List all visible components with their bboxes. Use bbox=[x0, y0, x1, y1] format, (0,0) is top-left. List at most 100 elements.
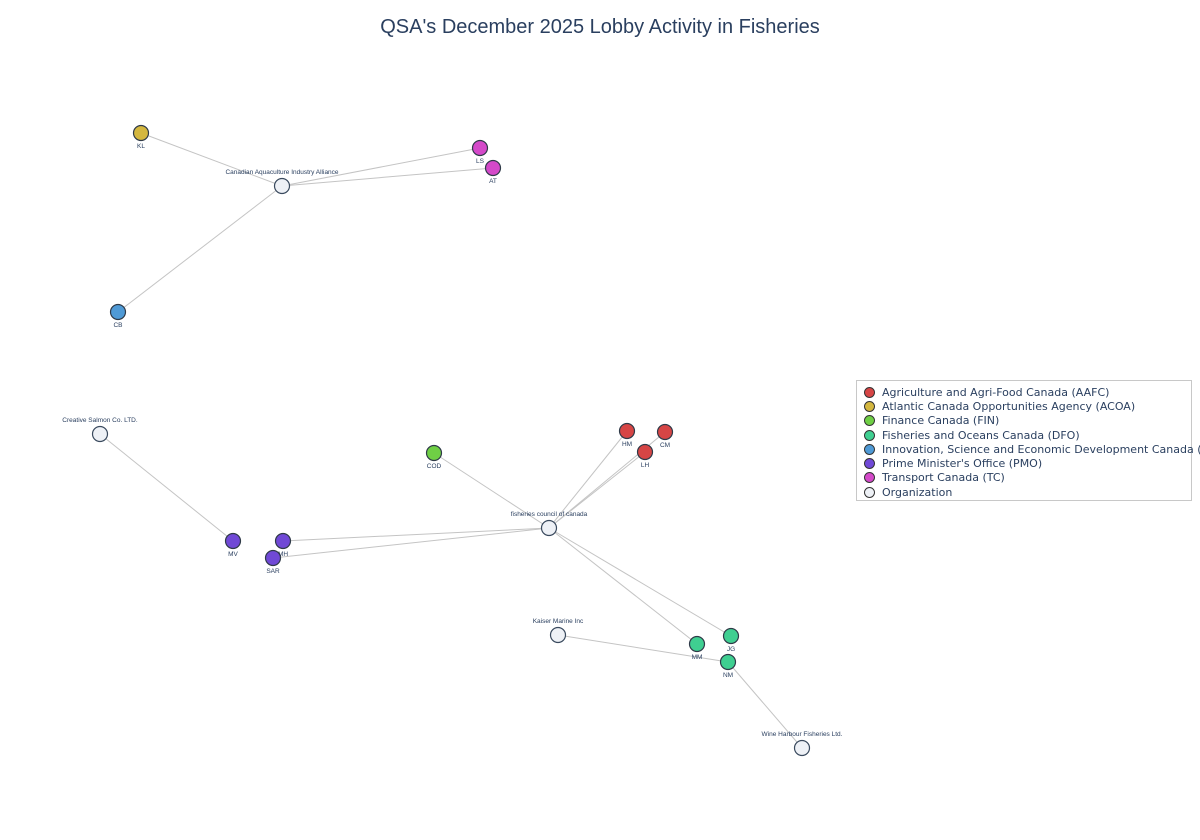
legend-item-aafc[interactable]: Agriculture and Agri-Food Canada (AAFC) bbox=[857, 385, 1191, 399]
legend-item-dfo[interactable]: Fisheries and Oceans Canada (DFO) bbox=[857, 428, 1191, 442]
node-marker-MH[interactable] bbox=[274, 532, 292, 550]
nodes-layer: Canadian Aquaculture Industry Alliance KL… bbox=[62, 124, 843, 757]
chart-title: QSA's December 2025 Lobby Activity in Fi… bbox=[380, 16, 820, 38]
node-LS[interactable]: LS bbox=[471, 139, 489, 166]
node-label-LH: LH bbox=[641, 462, 650, 469]
legend-label: Prime Minister's Office (PMO) bbox=[882, 457, 1043, 471]
node-csc[interactable]: Creative Salmon Co. LTD. bbox=[62, 417, 138, 443]
node-marker-NM[interactable] bbox=[719, 653, 737, 671]
node-label-AT: AT bbox=[489, 178, 497, 185]
node-marker-CB[interactable] bbox=[109, 303, 127, 321]
node-marker-LS[interactable] bbox=[471, 139, 489, 157]
legend-item-acoa[interactable]: Atlantic Canada Opportunities Agency (AC… bbox=[857, 399, 1191, 413]
node-marker-LH[interactable] bbox=[636, 443, 654, 461]
node-MV[interactable]: MV bbox=[224, 532, 242, 559]
legend-swatch-icon bbox=[864, 458, 875, 470]
node-marker-KL[interactable] bbox=[132, 124, 150, 142]
node-label-csc: Creative Salmon Co. LTD. bbox=[62, 417, 138, 424]
legend-swatch-icon bbox=[864, 486, 875, 498]
node-NM[interactable]: NM bbox=[719, 653, 737, 680]
node-marker-csc[interactable] bbox=[91, 425, 109, 443]
node-CB[interactable]: CB bbox=[109, 303, 127, 330]
legend: Agriculture and Agri-Food Canada (AAFC)A… bbox=[856, 380, 1200, 501]
legend-label: Agriculture and Agri-Food Canada (AAFC) bbox=[882, 385, 1110, 399]
node-LH[interactable]: LH bbox=[636, 443, 654, 470]
node-fcc[interactable]: fisheries council of canada bbox=[511, 511, 588, 537]
node-marker-caia[interactable] bbox=[273, 177, 291, 195]
edge-whf-NM bbox=[727, 661, 803, 749]
node-label-KL: KL bbox=[137, 143, 145, 150]
legend-label: Organization bbox=[882, 485, 953, 499]
node-label-MH: MH bbox=[278, 551, 288, 558]
node-marker-MV[interactable] bbox=[224, 532, 242, 550]
node-marker-HM[interactable] bbox=[618, 422, 636, 440]
legend-label: Transport Canada (TC) bbox=[882, 471, 1005, 485]
node-HM[interactable]: HM bbox=[618, 422, 636, 449]
node-whf[interactable]: Wine Harbour Fisheries Ltd. bbox=[762, 731, 843, 757]
node-label-LS: LS bbox=[476, 158, 485, 165]
node-kmi[interactable]: Kaiser Marine Inc bbox=[533, 618, 584, 644]
node-marker-SAR[interactable] bbox=[264, 549, 282, 567]
node-label-NM: NM bbox=[723, 672, 733, 679]
node-AT[interactable]: AT bbox=[484, 159, 502, 186]
node-marker-CM[interactable] bbox=[656, 423, 674, 441]
edge-kmi-NM bbox=[557, 634, 729, 663]
node-marker-MM[interactable] bbox=[688, 635, 706, 653]
node-MM[interactable]: MM bbox=[688, 635, 706, 662]
node-label-CB: CB bbox=[113, 322, 122, 329]
legend-label: Innovation, Science and Economic Develop… bbox=[882, 442, 1200, 456]
legend-swatch-icon bbox=[864, 429, 875, 441]
node-COD[interactable]: COD bbox=[425, 444, 443, 471]
edge-fcc-SAR bbox=[272, 527, 550, 559]
edge-caia-LS bbox=[281, 147, 481, 187]
node-marker-fcc[interactable] bbox=[540, 519, 558, 537]
edge-caia-CB bbox=[117, 185, 283, 313]
legend-item-org[interactable]: Organization bbox=[857, 485, 1191, 499]
edge-caia-KL bbox=[140, 132, 283, 187]
node-label-COD: COD bbox=[427, 463, 442, 470]
edge-fcc-COD bbox=[433, 452, 550, 529]
node-JG[interactable]: JG bbox=[722, 627, 740, 654]
legend-swatch-icon bbox=[864, 472, 875, 484]
node-label-fcc: fisheries council of canada bbox=[511, 511, 588, 518]
node-label-CM: CM bbox=[660, 442, 670, 449]
node-label-MM: MM bbox=[692, 654, 703, 661]
edge-caia-AT bbox=[281, 167, 494, 187]
legend-swatch-icon bbox=[864, 386, 875, 398]
node-label-JG: JG bbox=[727, 646, 735, 653]
node-label-whf: Wine Harbour Fisheries Ltd. bbox=[762, 731, 843, 738]
node-MH[interactable]: MH bbox=[274, 532, 292, 559]
legend-label: Atlantic Canada Opportunities Agency (AC… bbox=[882, 399, 1136, 413]
node-label-HM: HM bbox=[622, 441, 632, 448]
node-label-MV: MV bbox=[228, 551, 238, 558]
legend-label: Fisheries and Oceans Canada (DFO) bbox=[882, 428, 1080, 442]
legend-item-fin[interactable]: Finance Canada (FIN) bbox=[857, 414, 1191, 428]
legend-item-pmo[interactable]: Prime Minister's Office (PMO) bbox=[857, 456, 1191, 470]
node-label-caia: Canadian Aquaculture Industry Alliance bbox=[225, 169, 338, 176]
legend-item-tc[interactable]: Transport Canada (TC) bbox=[857, 471, 1191, 485]
node-marker-COD[interactable] bbox=[425, 444, 443, 462]
edge-fcc-MM bbox=[548, 527, 698, 645]
edge-fcc-HM bbox=[548, 430, 628, 529]
node-marker-whf[interactable] bbox=[793, 739, 811, 757]
node-KL[interactable]: KL bbox=[132, 124, 150, 151]
legend-label: Finance Canada (FIN) bbox=[882, 414, 1000, 428]
edge-fcc-LH bbox=[548, 451, 646, 529]
node-caia[interactable]: Canadian Aquaculture Industry Alliance bbox=[225, 169, 339, 195]
edge-fcc-JG bbox=[548, 527, 732, 637]
legend-swatch-icon bbox=[864, 415, 875, 427]
node-CM[interactable]: CM bbox=[656, 423, 674, 450]
node-marker-AT[interactable] bbox=[484, 159, 502, 177]
node-marker-JG[interactable] bbox=[722, 627, 740, 645]
legend-swatch-icon bbox=[864, 400, 875, 412]
node-label-kmi: Kaiser Marine Inc bbox=[533, 618, 584, 625]
edge-csc-MV bbox=[99, 433, 234, 542]
edges-layer bbox=[99, 132, 803, 749]
node-SAR[interactable]: SAR bbox=[264, 549, 282, 576]
node-marker-kmi[interactable] bbox=[549, 626, 567, 644]
legend-swatch-icon bbox=[864, 443, 875, 455]
legend-item-ised[interactable]: Innovation, Science and Economic Develop… bbox=[857, 442, 1200, 456]
node-label-SAR: SAR bbox=[266, 568, 280, 575]
edge-fcc-MH bbox=[282, 527, 550, 542]
